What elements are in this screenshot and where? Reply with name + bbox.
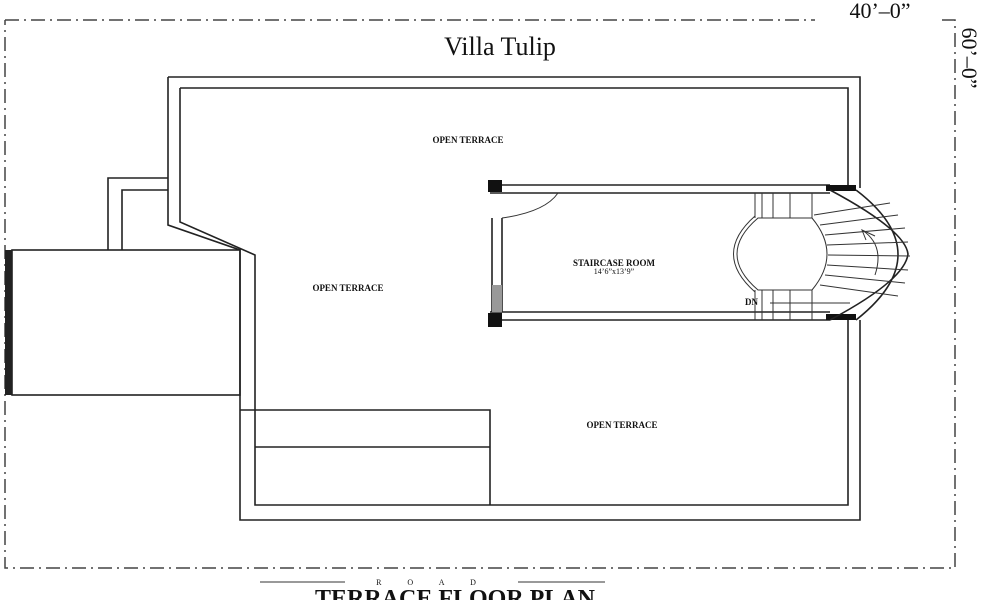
room-label-open-terrace-bottom: OPEN TERRACE [586, 420, 657, 430]
stair-dn-label: DN [745, 297, 758, 307]
room-label-open-terrace-top: OPEN TERRACE [432, 135, 503, 145]
stair-arrow [861, 229, 879, 276]
villa-title: Villa Tulip [444, 32, 556, 61]
inner-wall [179, 87, 849, 506]
depth-dimension: 60’–0” [957, 27, 982, 88]
staircase-room-wall [490, 184, 830, 321]
bottom-parapet [240, 409, 491, 505]
plan-title: TERRACE FLOOR PLAN [315, 586, 596, 600]
room-label-staircase: STAIRCASE ROOM [573, 258, 656, 268]
left-box-wall [5, 250, 12, 395]
room-size-staircase: 14’6”x13’9” [594, 267, 635, 276]
width-dimension: 40’–0” [849, 0, 910, 23]
stair-treads [770, 202, 911, 304]
room-label-open-terrace-left: OPEN TERRACE [312, 283, 383, 293]
left-box [11, 249, 241, 396]
door-swing [501, 192, 559, 219]
road-label: R O A D [376, 578, 488, 587]
stair-core [754, 193, 813, 320]
left-annex [107, 177, 168, 250]
